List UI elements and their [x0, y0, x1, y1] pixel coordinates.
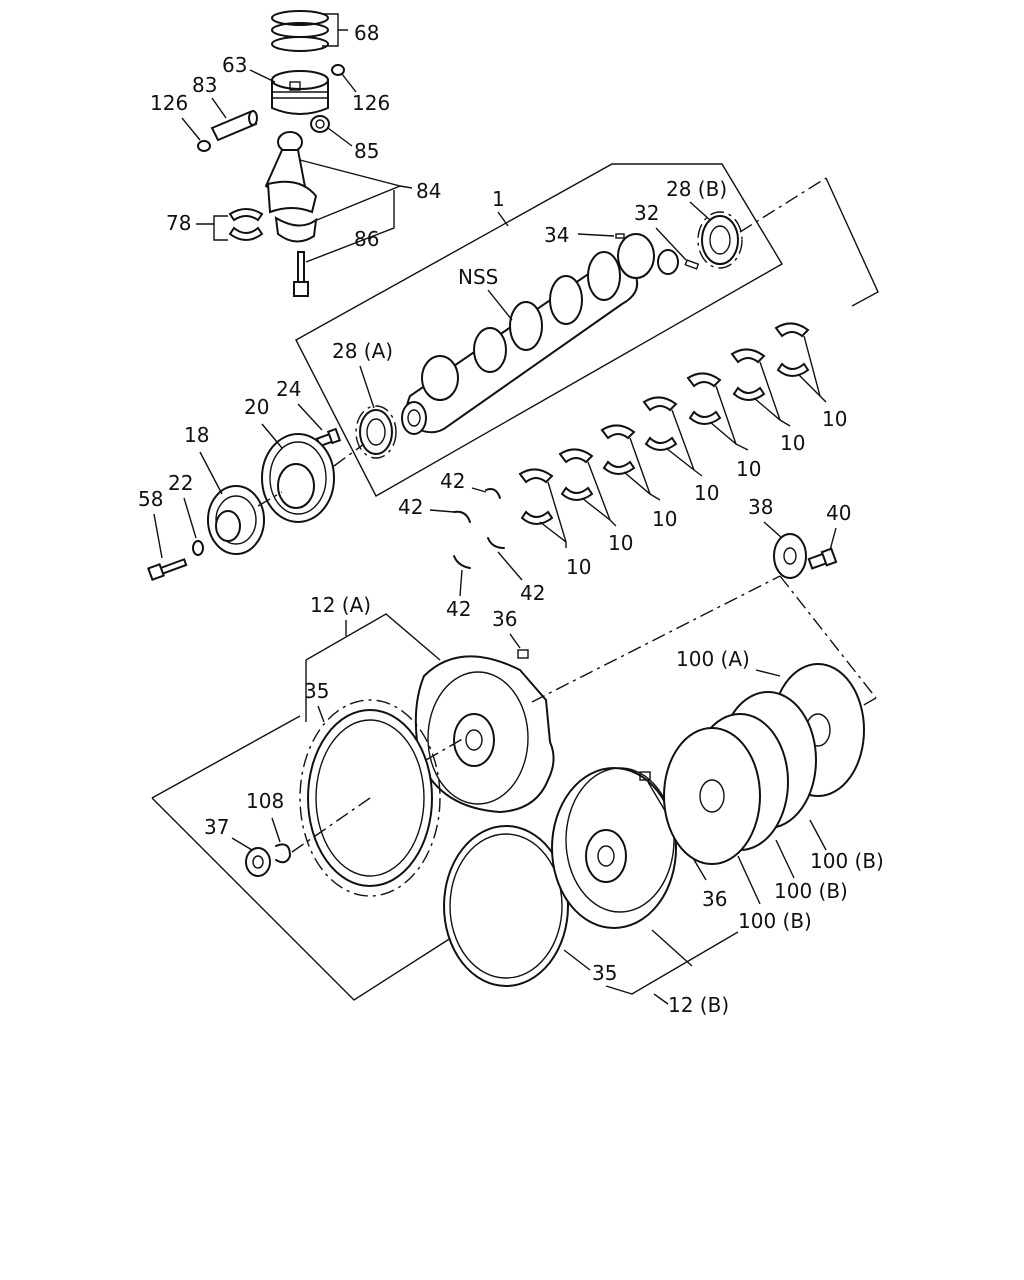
- label-85: 85: [354, 139, 379, 163]
- piston-rings: [271, 10, 348, 52]
- main-bearings: [518, 322, 810, 525]
- label-28a: 28 (A): [332, 339, 393, 363]
- label-63: 63: [222, 53, 247, 77]
- crankshaft-group-outline: [295, 163, 783, 497]
- label-38: 38: [748, 495, 773, 519]
- piston-pin-clip-left: [197, 140, 211, 152]
- crankshaft-dowel-pin: [684, 259, 700, 270]
- crankshaft-gear-front: [355, 405, 397, 459]
- label-12a: 12 (A): [310, 593, 371, 617]
- flywheel-dowel-top: [517, 649, 529, 659]
- thrust-washers: [453, 488, 505, 569]
- label-126-right: 126: [352, 91, 390, 115]
- label-20: 20: [244, 395, 269, 419]
- label-126-left: 126: [150, 91, 188, 115]
- label-10-b: 10: [608, 531, 633, 555]
- label-36-top: 36: [492, 607, 517, 631]
- label-35-top: 35: [304, 679, 329, 703]
- damper-hub: [207, 485, 265, 555]
- label-100a: 100 (A): [676, 647, 750, 671]
- label-32: 32: [634, 201, 659, 225]
- piston-pin-clip-right: [331, 64, 345, 76]
- label-1: 1: [492, 187, 505, 211]
- label-10-a: 10: [566, 555, 591, 579]
- small-end-bushing: [310, 115, 330, 133]
- connecting-rod-bolt: [293, 251, 309, 297]
- crankshaft-gear-rear: [697, 211, 743, 269]
- label-84: 84: [416, 179, 441, 203]
- label-10-f: 10: [780, 431, 805, 455]
- label-nss: NSS: [458, 265, 498, 289]
- crankshaft: [401, 233, 679, 435]
- flywheel-dowel-bottom: [639, 771, 651, 781]
- flex-plate-b3: [663, 727, 761, 865]
- damper-bolt: [147, 558, 188, 581]
- label-83: 83: [192, 73, 217, 97]
- main-bearing-leaders: [539, 335, 827, 548]
- washer: [192, 540, 204, 556]
- label-58: 58: [138, 487, 163, 511]
- label-35-bottom: 35: [592, 961, 617, 985]
- flywheel-b: [551, 767, 677, 929]
- label-12b: 12 (B): [668, 993, 729, 1017]
- connecting-rod-bearings: [228, 208, 264, 241]
- piston-pin: [210, 110, 258, 142]
- crank-pulley: [261, 433, 335, 523]
- label-34: 34: [544, 223, 569, 247]
- label-24: 24: [276, 377, 301, 401]
- label-22: 22: [168, 471, 193, 495]
- label-36-bottom: 36: [702, 887, 727, 911]
- label-42-d: 42: [446, 597, 471, 621]
- label-42-a: 42: [440, 469, 465, 493]
- label-108: 108: [246, 789, 284, 813]
- label-10-c: 10: [652, 507, 677, 531]
- label-100b-2: 100 (B): [774, 879, 848, 903]
- crankshaft-key: [615, 233, 625, 239]
- label-100b-3: 100 (B): [738, 909, 812, 933]
- pilot-bearing: [245, 847, 271, 877]
- label-68: 68: [354, 21, 379, 45]
- label-37: 37: [204, 815, 229, 839]
- label-78: 78: [166, 211, 191, 235]
- label-42-c: 42: [520, 581, 545, 605]
- ring-gear-b: [443, 825, 569, 987]
- flywheel-group-b-outline: [605, 929, 739, 995]
- rear-bearing-bracket: [825, 177, 879, 307]
- flywheel-a: [414, 655, 555, 814]
- label-100b-1: 100 (B): [810, 849, 884, 873]
- label-10-g: 10: [822, 407, 847, 431]
- connecting-rod-cap: [274, 216, 318, 243]
- piston: [271, 70, 329, 115]
- flywheel-group-a-outline: [151, 613, 455, 1001]
- snap-ring: [275, 843, 291, 864]
- label-28b: 28 (B): [666, 177, 727, 201]
- flywheel-bolt-plate: [773, 533, 807, 579]
- connecting-rod: [264, 131, 318, 214]
- flywheel-bolt: [807, 547, 838, 570]
- label-10-e: 10: [736, 457, 761, 481]
- label-10-d: 10: [694, 481, 719, 505]
- label-42-b: 42: [398, 495, 423, 519]
- label-18: 18: [184, 423, 209, 447]
- label-40: 40: [826, 501, 851, 525]
